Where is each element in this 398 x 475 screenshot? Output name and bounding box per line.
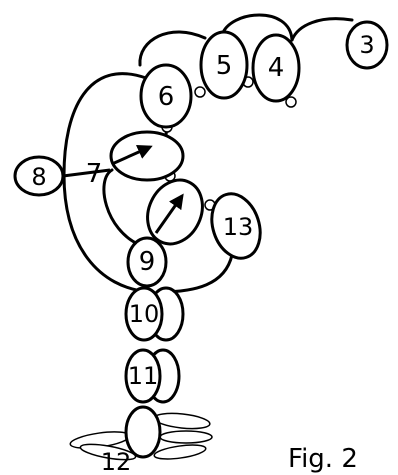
petal-left-lower xyxy=(79,443,137,461)
label-9: 9 xyxy=(139,247,156,277)
bead-6 xyxy=(139,63,193,129)
arrow-7 xyxy=(111,145,153,166)
thread-top-arc-1 xyxy=(138,30,207,67)
bead-12 xyxy=(124,405,162,459)
thread-8-7 xyxy=(62,168,111,178)
arrow-9 xyxy=(154,193,184,234)
label-11: 11 xyxy=(128,362,159,390)
label-13: 13 xyxy=(223,213,254,241)
bead-labels: 3 4 5 6 7 8 9 10 11 12 13 xyxy=(31,31,374,475)
label-7: 7 xyxy=(86,159,103,189)
small-bead-4-tail xyxy=(285,96,297,108)
thread-loop-13 xyxy=(158,253,234,294)
thread-to-3 xyxy=(290,17,354,42)
label-10: 10 xyxy=(129,300,160,328)
petal-right-low xyxy=(153,444,207,460)
bead-10 xyxy=(124,286,164,342)
thread-8-7-line xyxy=(62,168,111,178)
petal-right-top xyxy=(153,412,211,430)
label-8: 8 xyxy=(31,163,46,191)
bead-5 xyxy=(199,30,249,100)
petals xyxy=(69,412,213,461)
bead-3 xyxy=(345,20,389,70)
label-3: 3 xyxy=(359,31,374,59)
thread-9-left xyxy=(102,168,142,247)
label-4: 4 xyxy=(268,53,285,83)
label-5: 5 xyxy=(216,51,233,81)
figure-caption: Fig. 2 xyxy=(288,444,358,474)
arrows xyxy=(111,145,184,234)
label-6: 6 xyxy=(158,82,175,112)
bead-13 xyxy=(210,192,262,260)
bead-4 xyxy=(251,33,301,103)
small-bead-5-6 xyxy=(194,86,206,98)
bead-11 xyxy=(124,348,162,404)
thread-top-arc-2 xyxy=(220,13,294,42)
label-12: 12 xyxy=(101,448,132,475)
petal-right-mid xyxy=(159,430,213,444)
bead-9-lower xyxy=(126,236,168,288)
beads xyxy=(13,20,389,459)
bead-7 xyxy=(109,130,185,182)
